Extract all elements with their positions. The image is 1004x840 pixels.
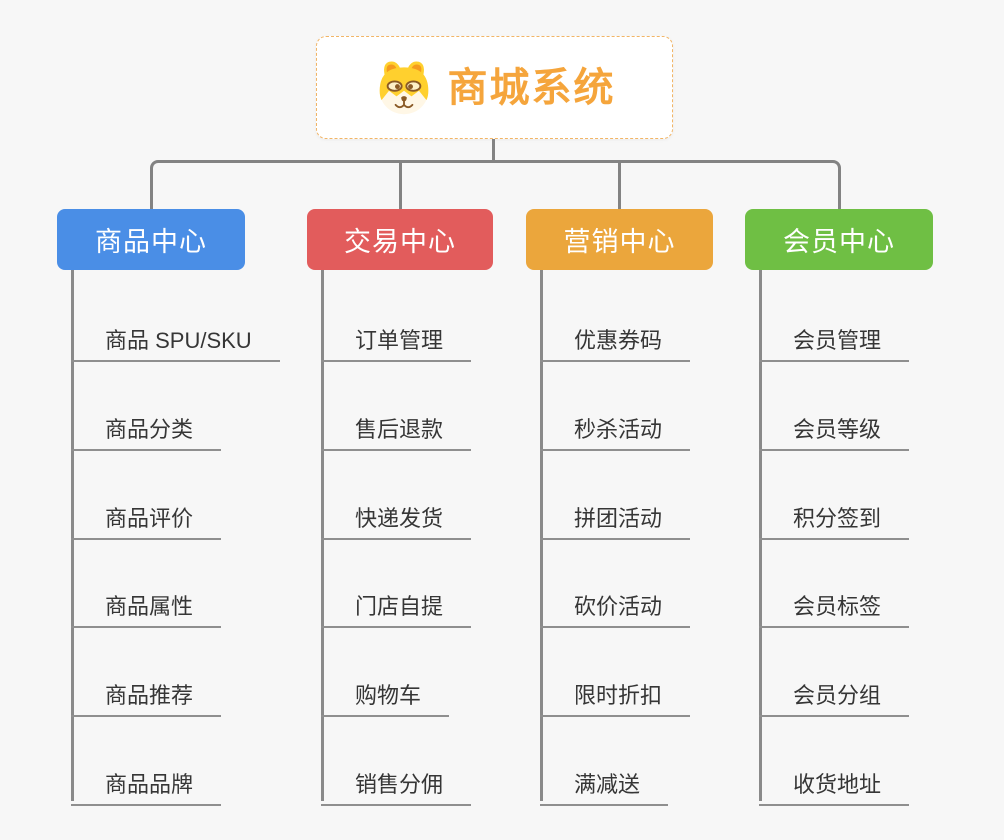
topic-item-label: 商品推荐: [105, 683, 194, 708]
topic-item[interactable]: 会员标签: [759, 581, 910, 628]
topic-item[interactable]: 砍价活动: [540, 581, 691, 628]
branch-label: 营销中心: [563, 227, 676, 257]
topic-item-label: 会员管理: [793, 328, 882, 353]
root-title: 商城系统: [447, 65, 616, 110]
topic-item-label: 拼团活动: [574, 506, 663, 531]
topic-item[interactable]: 秒杀活动: [540, 404, 691, 451]
topic-item-label: 商品评价: [105, 506, 194, 531]
topic-item-label: 收货地址: [793, 772, 882, 797]
dog-face-icon: [374, 59, 434, 117]
topic-item[interactable]: 购物车: [321, 670, 450, 717]
topic-item[interactable]: 商品评价: [71, 493, 222, 540]
topic-item-label: 商品 SPU/SKU: [105, 328, 252, 353]
topic-item-label: 秒杀活动: [574, 417, 663, 442]
topic-item[interactable]: 商品属性: [71, 581, 222, 628]
topic-item-label: 会员标签: [793, 594, 882, 619]
topic-item[interactable]: 会员分组: [759, 670, 910, 717]
connector-root-stub: [491, 139, 495, 163]
branch-node-trade-center[interactable]: 交易中心: [307, 209, 493, 270]
topic-item-label: 门店自提: [355, 594, 444, 619]
branch-rail: [71, 270, 74, 801]
connector-elbow-right: [491, 160, 841, 210]
topic-item[interactable]: 商品推荐: [71, 670, 222, 717]
topic-item[interactable]: 积分签到: [759, 493, 910, 540]
branch-rail: [540, 270, 543, 801]
topic-item-label: 订单管理: [355, 328, 444, 353]
topic-item-label: 快递发货: [355, 506, 444, 531]
topic-item-label: 售后退款: [355, 417, 444, 442]
topic-item-label: 购物车: [355, 683, 422, 708]
topic-item[interactable]: 商品 SPU/SKU: [71, 315, 280, 362]
topic-item[interactable]: 会员管理: [759, 315, 910, 362]
topic-item[interactable]: 限时折扣: [540, 670, 691, 717]
topic-item-label: 积分签到: [793, 506, 882, 531]
branch-label: 商品中心: [95, 227, 207, 257]
topic-item-label: 商品品牌: [105, 772, 194, 797]
topic-item-label: 销售分佣: [355, 772, 444, 797]
connector-elbow-left: [149, 160, 492, 210]
root-node[interactable]: 商城系统: [316, 36, 673, 139]
branch-node-marketing-center[interactable]: 营销中心: [526, 209, 713, 270]
topic-item[interactable]: 订单管理: [321, 315, 472, 362]
topic-item-label: 限时折扣: [574, 683, 663, 708]
topic-item[interactable]: 拼团活动: [540, 493, 691, 540]
topic-item[interactable]: 收货地址: [759, 759, 910, 806]
topic-item[interactable]: 销售分佣: [321, 759, 472, 806]
branch-rail: [759, 270, 762, 801]
topic-item-label: 会员分组: [793, 683, 882, 708]
topic-item[interactable]: 门店自提: [321, 581, 472, 628]
connector-branch-stub: [398, 160, 402, 210]
branch-node-member-center[interactable]: 会员中心: [745, 209, 933, 270]
topic-item[interactable]: 商品品牌: [71, 759, 222, 806]
topic-item-label: 砍价活动: [574, 594, 663, 619]
topic-item-label: 会员等级: [793, 417, 882, 442]
branch-rail: [321, 270, 324, 801]
branch-label: 交易中心: [344, 227, 456, 257]
topic-item-label: 优惠券码: [574, 328, 663, 353]
connector-branch-stub: [618, 160, 621, 210]
topic-item[interactable]: 售后退款: [321, 404, 472, 451]
branch-node-product-center[interactable]: 商品中心: [57, 209, 245, 270]
topic-item-label: 满减送: [574, 772, 641, 797]
topic-item[interactable]: 快递发货: [321, 493, 472, 540]
branch-label: 会员中心: [783, 227, 895, 257]
topic-item[interactable]: 商品分类: [71, 404, 222, 451]
topic-item-label: 商品分类: [105, 417, 194, 442]
topic-item[interactable]: 会员等级: [759, 404, 910, 451]
topic-item[interactable]: 满减送: [540, 759, 669, 806]
topic-item-label: 商品属性: [105, 594, 194, 619]
topic-item[interactable]: 优惠券码: [540, 315, 691, 362]
